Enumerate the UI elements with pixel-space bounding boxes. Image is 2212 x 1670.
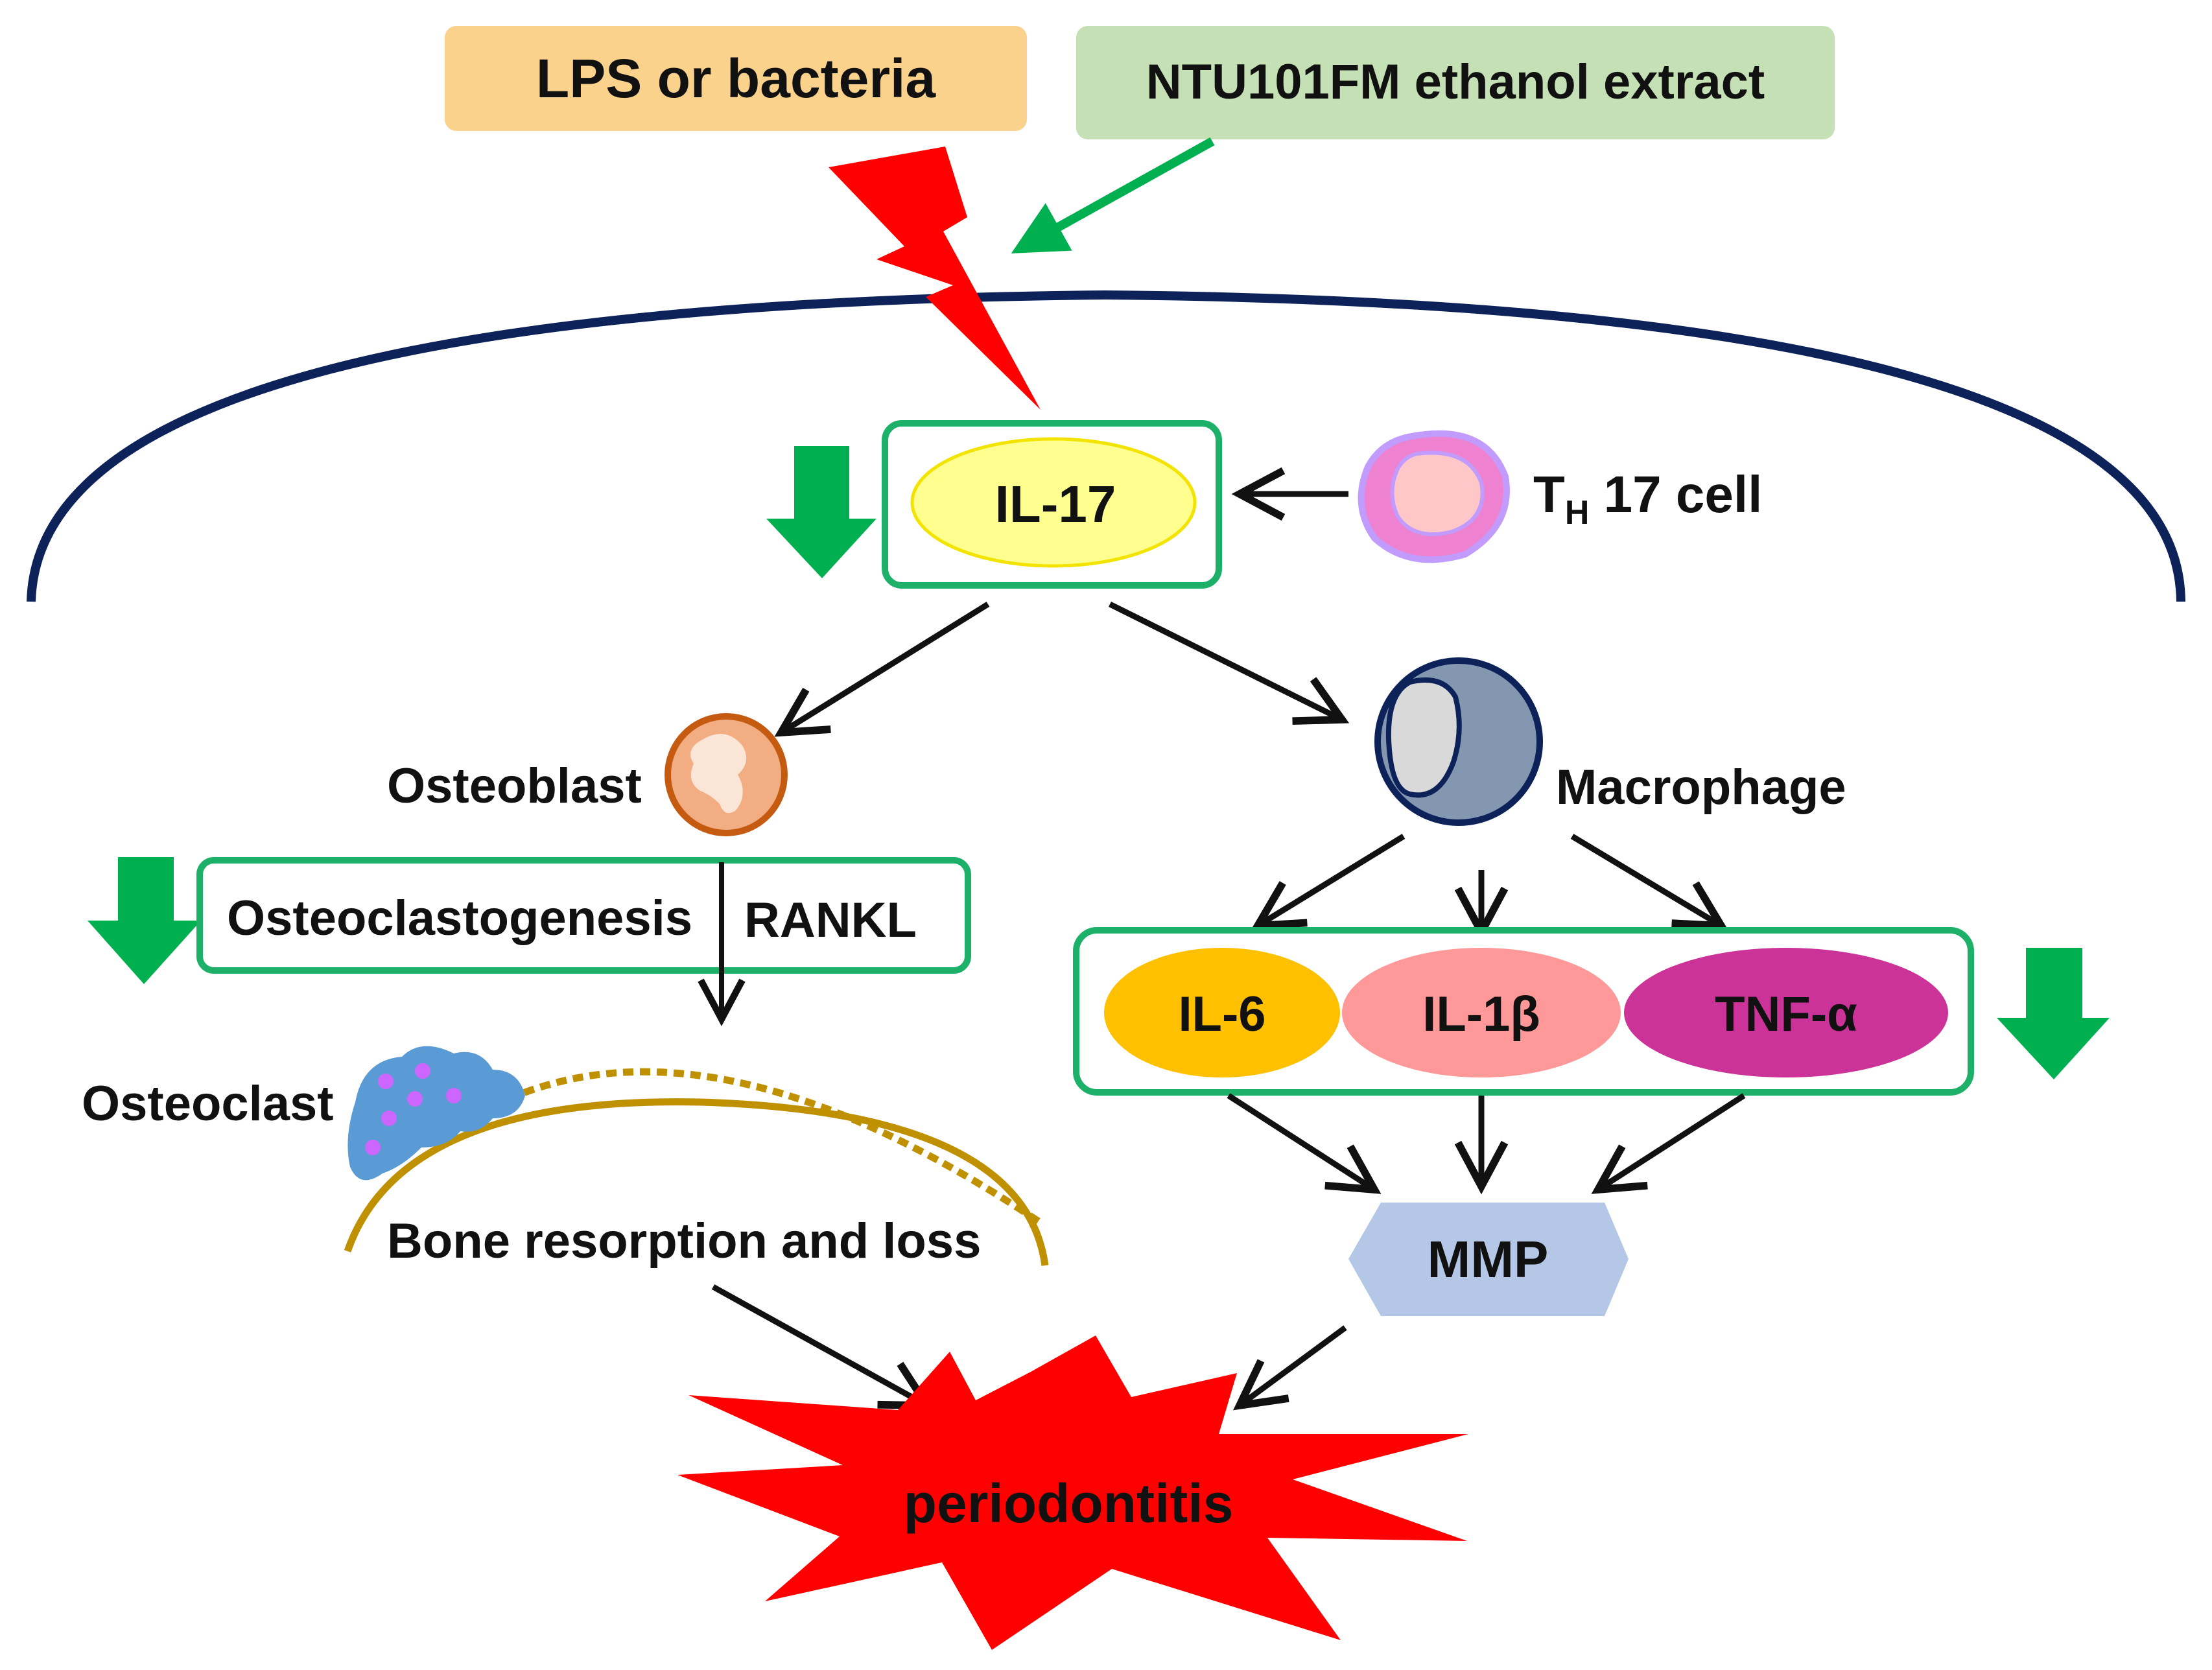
macrophage-to-tnfa-arrow	[1570, 834, 1728, 930]
osteoclast-cell-icon	[347, 1046, 525, 1181]
il17-to-osteoblast-arrow	[774, 602, 990, 737]
il6-label: IL-6	[1178, 987, 1265, 1042]
bone-loss-label: Bone resorption and loss	[387, 1214, 981, 1269]
il6-oval	[1104, 948, 1340, 1077]
il6-to-mmp-arrow	[1227, 1093, 1382, 1194]
bone-loss-to-periodontitis-arrow	[711, 1284, 934, 1410]
macrophage-label: Macrophage	[1556, 760, 1846, 815]
periodontitis-label: periodontitis	[904, 1473, 1234, 1534]
osteoclastogenesis-label: Osteoclastogenesis	[227, 891, 692, 946]
il17-to-macrophage-arrow	[1108, 601, 1350, 725]
tnfa-label: TNF-α	[1715, 987, 1857, 1042]
bone-surface-dotted	[477, 1068, 1045, 1227]
th17-cell-icon	[1358, 430, 1510, 563]
osteoblast-label: Osteoblast	[387, 759, 642, 814]
il1b-label: IL-1β	[1422, 987, 1540, 1042]
lightning-icon	[829, 147, 1041, 410]
il17-oval	[910, 437, 1197, 568]
extract-box	[1076, 26, 1835, 139]
lps-label: LPS or bacteria	[536, 48, 937, 109]
il1b-oval	[1342, 948, 1621, 1077]
il17-decrease-arrow-icon	[766, 446, 877, 578]
mmp-to-periodontitis-arrow	[1232, 1325, 1347, 1411]
lps-box	[445, 26, 1027, 131]
il17-label: IL-17	[995, 475, 1116, 533]
osteoclast-label: Osteoclast	[82, 1076, 334, 1131]
cytokine-decrease-arrow-icon	[1997, 948, 2110, 1079]
extract-arrow	[1011, 137, 1215, 253]
macrophage-to-il6-arrow	[1251, 834, 1406, 930]
extract-label: NTU101FM ethanol extract	[1146, 54, 1765, 110]
osteoclastogenesis-frame	[196, 857, 971, 974]
tnfa-oval	[1624, 948, 1948, 1077]
tnfa-to-mmp-arrow	[1591, 1093, 1746, 1194]
periodontitis-burst	[677, 1335, 1468, 1650]
macrophage-cell-icon	[1374, 657, 1543, 826]
osteoclastogenesis-decrease-arrow-icon	[88, 857, 201, 984]
mmp-hexagon	[1348, 1203, 1629, 1316]
bone-surface	[344, 1098, 1049, 1266]
cell-membrane	[27, 290, 2185, 602]
mmp-label: MMP	[1428, 1230, 1549, 1288]
osteoblast-cell-icon	[665, 713, 788, 836]
th17-label: TH 17 cell	[1533, 465, 1762, 532]
rankl-label: RANKL	[744, 893, 917, 948]
